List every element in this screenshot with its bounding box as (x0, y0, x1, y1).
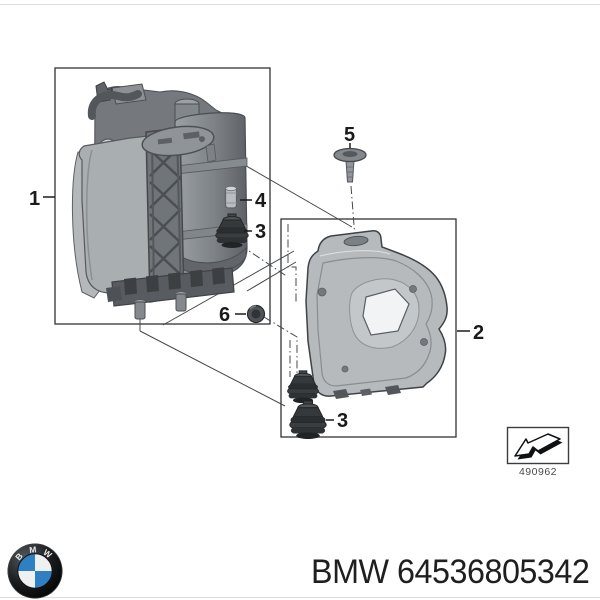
bmw-logo: B M W (7, 543, 63, 599)
direction-arrow-icon (514, 433, 563, 460)
callout-6: 6 (219, 304, 230, 326)
part-nut (246, 304, 266, 324)
exploded-parts-diagram: 1 2 3 4 5 6 3 490962 (29, 67, 570, 478)
part-screw (333, 147, 367, 183)
callout-leaders (43, 143, 470, 421)
top-mount-plate (141, 125, 215, 157)
callout-4: 4 (255, 190, 267, 212)
logo-letter-m: M (29, 544, 37, 555)
callout-3-lower: 3 (337, 410, 348, 432)
hose-loop (87, 90, 142, 120)
diagram-ref-box: 490962 (506, 426, 570, 478)
bracket-top-slot (343, 235, 369, 247)
part-group-1-box (54, 67, 271, 325)
callout-3-upper: 3 (255, 221, 266, 243)
rubber-mount-lower (289, 400, 327, 440)
bracket-cutout-hole (362, 288, 410, 336)
page-bottom-border (0, 597, 600, 598)
mounting-stud-right (175, 293, 187, 312)
logo-letter-b: B (13, 551, 25, 562)
page-top-border (0, 4, 600, 5)
callout-2: 2 (473, 322, 484, 344)
part-carbon-canister (71, 81, 248, 320)
mounting-stud-left (134, 301, 146, 320)
callout-1: 1 (29, 188, 40, 210)
diagram-ref-code: 490962 (519, 466, 557, 478)
callout-5: 5 (344, 124, 355, 146)
part-number-label: BMW 64536805342 (311, 553, 590, 591)
part-spacer-sleeve (224, 185, 238, 209)
part-mounting-bracket (305, 230, 448, 399)
canister-frame (145, 127, 185, 303)
part-group-2-box (280, 218, 457, 438)
